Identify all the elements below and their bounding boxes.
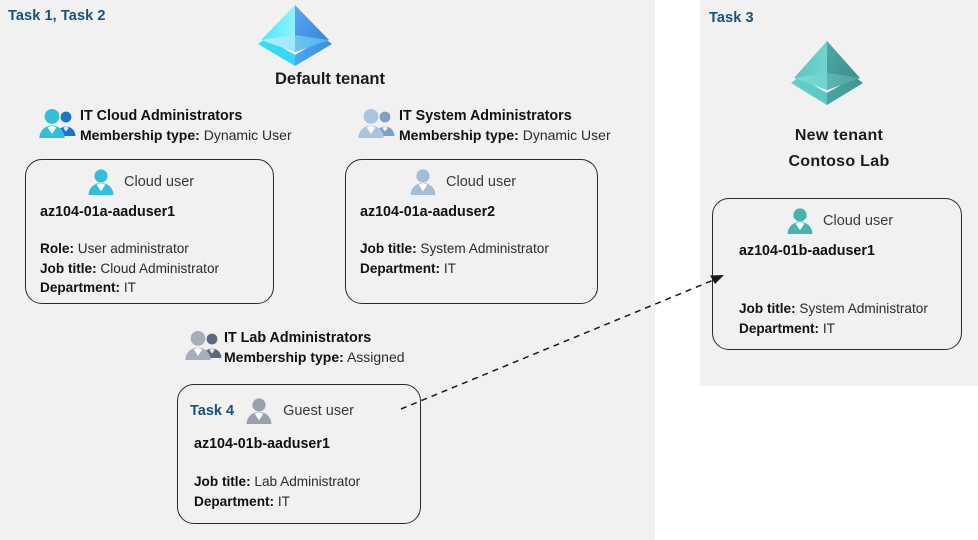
property-label: Job title: <box>40 260 97 276</box>
group-title: IT Lab Administrators <box>224 330 372 346</box>
default-tenant-panel <box>0 0 655 540</box>
task-label-4: Task 4 <box>190 403 235 419</box>
membership-value: Dynamic User <box>203 127 292 143</box>
azure-tenant-icon <box>789 35 865 107</box>
new-tenant-name-line2: Contoso Lab <box>788 153 890 170</box>
card-user-type-label: Guest user <box>283 403 354 419</box>
task-label-3: Task 3 <box>709 10 754 26</box>
property-value: IT <box>123 280 136 295</box>
property-row: Job title: System Administrator <box>739 299 928 319</box>
property-row: Job title: Lab Administrator <box>194 472 360 492</box>
azure-tenant-icon <box>256 2 334 66</box>
cloud-user-icon <box>408 168 438 196</box>
property-label: Department: <box>360 260 441 276</box>
property-value: System Administrator <box>420 241 549 256</box>
users-group-icon <box>38 108 78 147</box>
card-user-type-row: Cloud user <box>785 207 893 235</box>
card-user-name: az104-01a-aaduser2 <box>360 204 496 220</box>
property-row: Role: User administrator <box>40 239 219 259</box>
property-value: IT <box>443 260 456 276</box>
group-membership: Membership type: Assigned <box>224 348 405 367</box>
property-label: Job title: <box>194 474 251 489</box>
card-user-name: az104-01a-aaduser1 <box>40 204 176 220</box>
property-label: Job title: <box>739 301 796 316</box>
property-row: Department: IT <box>40 278 219 298</box>
card-user-type-label: Cloud user <box>124 174 195 190</box>
card-properties: Role: User administrator Job title: Clou… <box>40 239 219 298</box>
property-value: Cloud Administrator <box>100 260 220 276</box>
card-user-type-row: Cloud user <box>408 168 516 196</box>
property-row: Department: IT <box>739 319 928 339</box>
membership-value: Assigned <box>346 349 405 365</box>
property-value: IT <box>277 493 290 509</box>
property-value: Lab Administrator <box>254 474 361 489</box>
card-properties: Job title: System Administrator Departme… <box>360 239 549 278</box>
card-properties: Job title: Lab Administrator Department:… <box>194 472 360 511</box>
membership-label: Membership type: <box>80 127 200 143</box>
group-membership: Membership type: Dynamic User <box>399 126 611 145</box>
property-value: System Administrator <box>799 301 928 316</box>
card-user-type-row: Task 4 Guest user <box>190 397 354 425</box>
property-label: Job title: <box>360 241 417 256</box>
membership-label: Membership type: <box>224 349 344 365</box>
user-card-az104-01a-aaduser1[interactable]: Cloud user az104-01a-aaduser1 Role: User… <box>25 159 274 304</box>
task-label-1-2: Task 1, Task 2 <box>8 8 106 24</box>
property-label: Department: <box>194 493 275 509</box>
guest-user-icon <box>244 397 274 425</box>
users-group-icon <box>357 108 397 147</box>
cloud-user-icon <box>86 168 116 196</box>
card-properties: Job title: System Administrator Departme… <box>739 299 928 338</box>
membership-value: Dynamic User <box>522 127 611 143</box>
property-label: Department: <box>739 320 820 336</box>
property-label: Role: <box>40 241 74 256</box>
property-row: Department: IT <box>194 492 360 512</box>
card-user-type-label: Cloud user <box>446 174 517 190</box>
group-title: IT System Administrators <box>399 108 572 124</box>
new-tenant-name-line1: New tenant <box>794 127 884 144</box>
users-group-icon <box>184 330 224 369</box>
user-card-az104-01a-aaduser2[interactable]: Cloud user az104-01a-aaduser2 Job title:… <box>345 159 598 304</box>
group-header-it-cloud-administrators: IT Cloud Administrators Membership type:… <box>80 107 292 145</box>
property-label: Department: <box>40 280 121 295</box>
default-tenant-name: Default tenant <box>274 70 385 88</box>
card-user-type-row: Cloud user <box>86 168 194 196</box>
property-value: User administrator <box>77 241 189 256</box>
card-user-type-label: Cloud user <box>823 213 894 229</box>
property-value: IT <box>822 320 835 336</box>
cloud-user-icon <box>785 207 815 235</box>
card-user-name: az104-01b-aaduser1 <box>194 436 330 452</box>
membership-label: Membership type: <box>399 127 519 143</box>
user-card-az104-01b-aaduser1-cloud[interactable]: Cloud user az104-01b-aaduser1 Job title:… <box>712 198 962 350</box>
property-row: Department: IT <box>360 259 549 279</box>
card-user-name: az104-01b-aaduser1 <box>739 243 875 259</box>
group-header-it-lab-administrators: IT Lab Administrators Membership type: A… <box>224 329 405 367</box>
group-header-it-system-administrators: IT System Administrators Membership type… <box>399 107 611 145</box>
group-title: IT Cloud Administrators <box>80 108 243 124</box>
property-row: Job title: Cloud Administrator <box>40 259 219 279</box>
user-card-az104-01b-aaduser1-guest[interactable]: Task 4 Guest user az104-01b-aaduser1 Job… <box>177 384 421 524</box>
group-membership: Membership type: Dynamic User <box>80 126 292 145</box>
property-row: Job title: System Administrator <box>360 239 549 259</box>
